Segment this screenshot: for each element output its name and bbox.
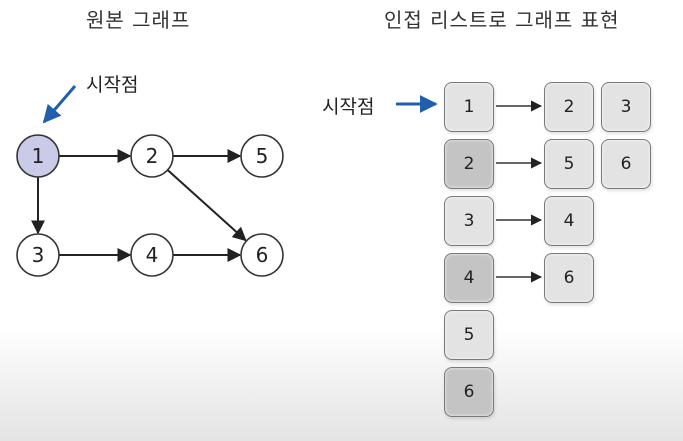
node-circle bbox=[240, 233, 284, 277]
node-label: 3 bbox=[32, 243, 45, 267]
node-label: 2 bbox=[146, 144, 159, 168]
graph-node-4: 4 bbox=[130, 233, 174, 277]
list-head-2: 2 bbox=[444, 139, 494, 189]
list-neighbor-2-5: 5 bbox=[544, 139, 594, 189]
node-label: 4 bbox=[146, 243, 159, 267]
edge-2-6 bbox=[166, 169, 247, 242]
node-circle bbox=[16, 233, 60, 277]
list-neighbor-1-3: 3 bbox=[601, 82, 651, 132]
node-label: 6 bbox=[256, 243, 269, 267]
node-circle bbox=[240, 134, 284, 178]
node-circle bbox=[16, 134, 60, 178]
start-pointer-arrow-graph bbox=[42, 85, 77, 124]
graph-node-2: 2 bbox=[130, 134, 174, 178]
graph-node-5: 5 bbox=[240, 134, 284, 178]
graph-node-3: 3 bbox=[16, 233, 60, 277]
node-circle bbox=[130, 134, 174, 178]
node-label: 5 bbox=[256, 144, 269, 168]
list-head-6: 6 bbox=[444, 367, 494, 417]
graph-node-6: 6 bbox=[240, 233, 284, 277]
start-label-graph: 시작점 bbox=[86, 74, 139, 96]
list-neighbor-2-6: 6 bbox=[601, 139, 651, 189]
node-label: 1 bbox=[32, 144, 45, 168]
list-head-1: 1 bbox=[444, 82, 494, 132]
node-circle bbox=[130, 233, 174, 277]
list-head-3: 3 bbox=[444, 196, 494, 246]
list-neighbor-4-6: 6 bbox=[544, 253, 594, 303]
list-neighbor-1-2: 2 bbox=[544, 82, 594, 132]
list-neighbor-3-4: 4 bbox=[544, 196, 594, 246]
start-label-list: 시작점 bbox=[322, 96, 375, 118]
list-head-4: 4 bbox=[444, 253, 494, 303]
original-graph-title: 원본 그래프 bbox=[86, 8, 191, 32]
adjacency-list-title: 인접 리스트로 그래프 표현 bbox=[384, 8, 620, 32]
list-head-5: 5 bbox=[444, 310, 494, 360]
graph-node-1: 1 bbox=[16, 134, 60, 178]
